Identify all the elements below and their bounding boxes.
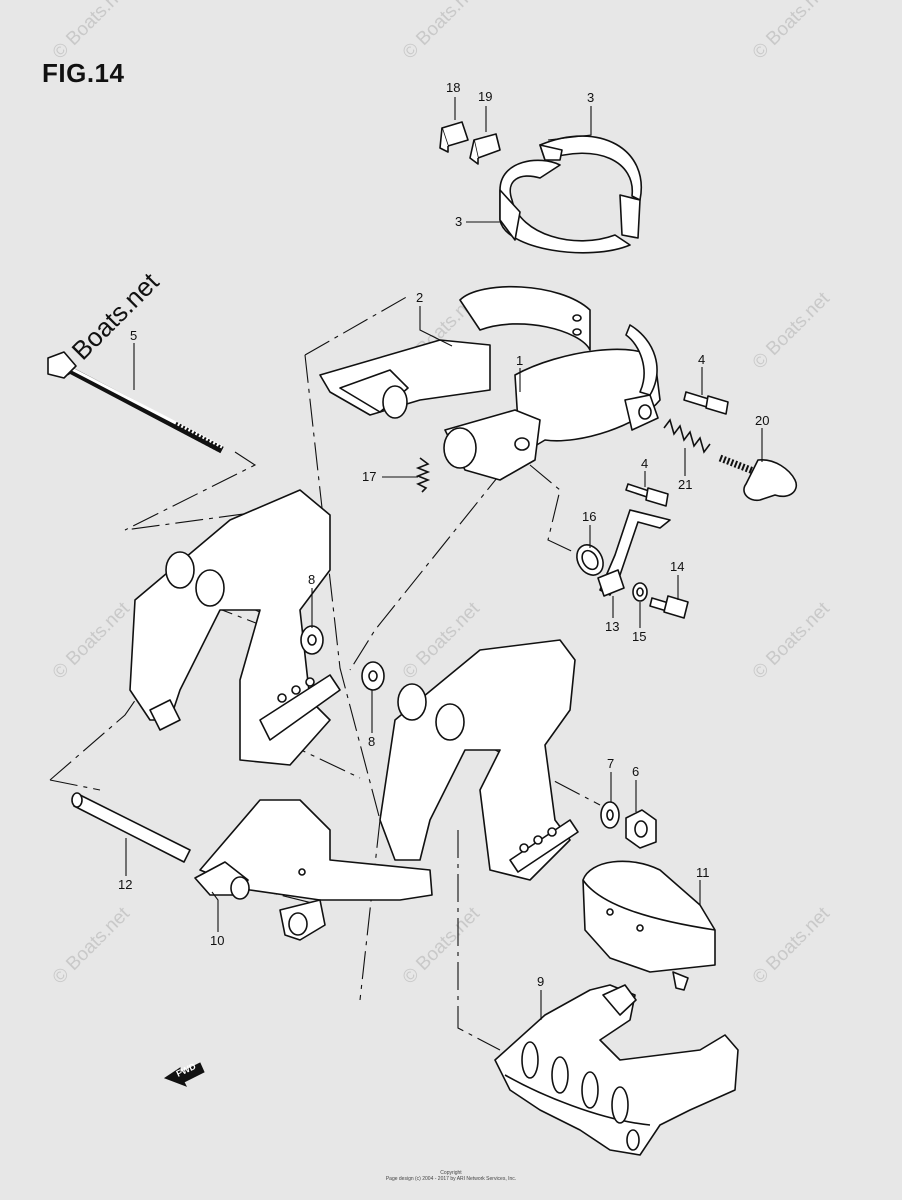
callout-19: 14 [670,559,684,574]
callout-8-lower: 8 [368,734,375,749]
callout-18: 13 [605,619,619,634]
part-4-bolt-upper [683,391,729,415]
callout-12: 12 [118,877,132,892]
watermark: © Boats.net [399,903,485,989]
callout-11: 10 [210,933,224,948]
watermark: © Boats.net [749,0,835,64]
part-21-spring [576,544,604,576]
callout-15: 19 [478,89,492,104]
part-8-washer-right [361,661,385,691]
part-10-pad [582,860,716,991]
callout-13: 17 [362,469,376,484]
part-13-spring [415,457,431,493]
part-14-pad [439,121,469,153]
callout-21: 16 [582,509,596,524]
callout-4-upper: 4 [698,352,705,367]
part-6-nut [625,809,657,849]
part-16-thumb-screw [718,454,797,502]
part-5-bolt [47,351,224,454]
part-18-lever [597,509,671,597]
callout-3-upper: 3 [587,90,594,105]
watermark: © Boats.net [49,598,135,684]
watermark: © Boats.net [49,903,135,989]
stern-bracket-right [379,639,579,881]
callout-20: 15 [632,629,646,644]
callout-labels: 18 19 3 3 2 5 1 4 20 4 17 21 16 14 8 13 … [118,80,769,989]
part-2-clamp-bracket [319,285,591,419]
watermark: © Boats.net [749,288,835,374]
part-8-washer-left [300,625,324,655]
callout-1: 1 [516,353,523,368]
callout-10: 11 [696,865,710,880]
copyright-line: Copyright [440,1170,462,1176]
watermark: © Boats.net [749,903,835,989]
copyright-footer: Copyright Page design (c) 2004 - 2017 by… [0,1170,902,1182]
callout-14: 18 [446,80,460,95]
callout-9: 9 [537,974,544,989]
part-9-bracket [494,984,739,1156]
stern-bracket-left [129,489,341,766]
callout-5: 5 [130,328,137,343]
fwd-arrow-icon: FWD [163,1061,205,1087]
part-15-pad [469,133,501,165]
part-4-bolt-lower [625,483,669,507]
callout-3-lower: 3 [455,214,462,229]
callout-17: 21 [678,477,692,492]
callout-2: 2 [416,290,423,305]
part-19-bolt [649,595,689,619]
figure-title: FIG.14 [42,58,125,88]
part-11-tilt-lock [194,799,433,941]
part-17-spring [663,418,711,454]
watermark: © Boats.net [49,0,135,64]
callout-7: 7 [607,756,614,771]
leader-lines [125,97,763,1020]
part-7-washer [600,801,620,829]
part-3-liner-lower [499,159,641,254]
callout-6: 6 [632,764,639,779]
watermark: © Boats.net [399,0,485,64]
page-design-line: Page design (c) 2004 - 2017 by ARI Netwo… [385,1176,517,1182]
part-12-pin [71,792,191,863]
callout-4-lower: 4 [641,456,648,471]
part-1-swivel-bracket [443,324,661,481]
callout-8-upper: 8 [308,572,315,587]
watermark: © Boats.net [749,598,835,684]
part-20-washer [632,582,648,602]
callout-16: 20 [755,413,769,428]
